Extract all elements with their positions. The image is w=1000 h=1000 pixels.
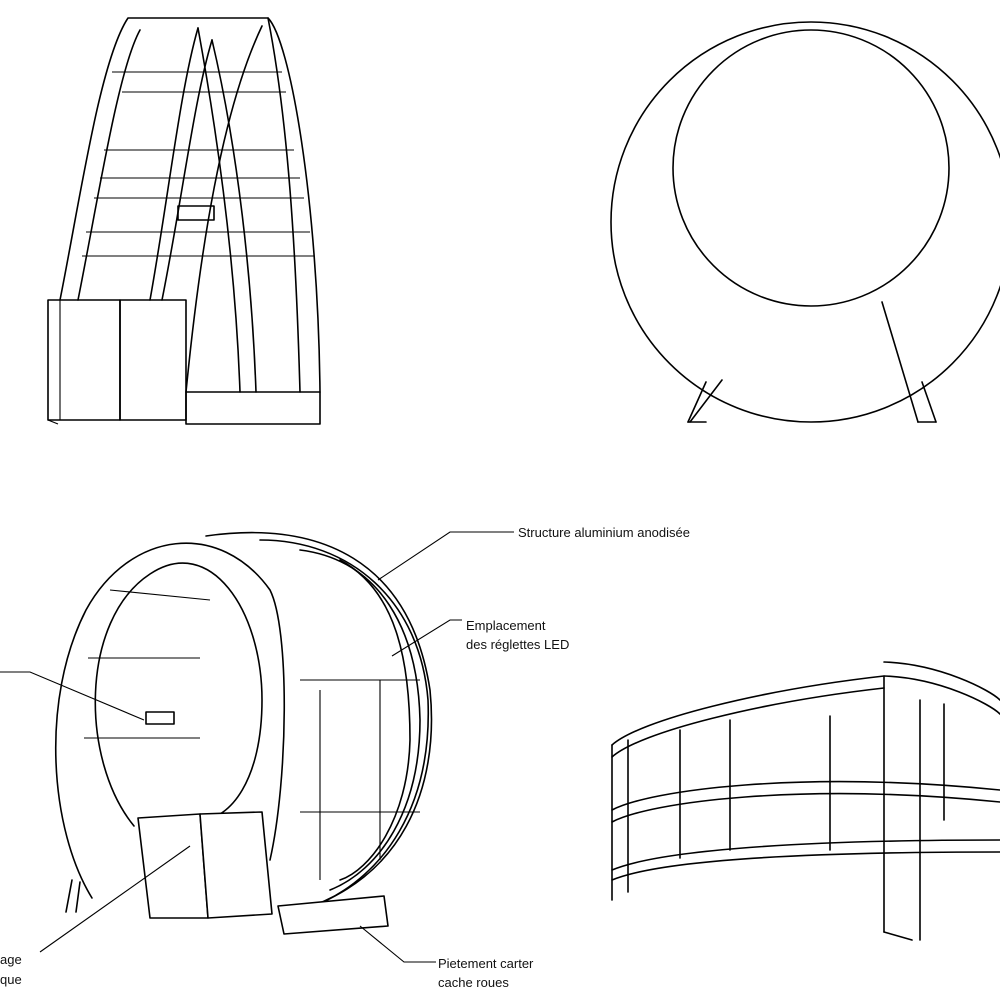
label-feet-line1: Pietement carter (438, 956, 534, 971)
annotation-leaders (0, 531, 514, 963)
isometric-view (54, 531, 433, 935)
label-feet-line2: cache roues (438, 975, 509, 990)
label-led-line2: des réglettes LED (466, 637, 569, 652)
side-view (610, 21, 1000, 423)
label-led-line1: Emplacement (466, 618, 546, 633)
label-cut-left-1: age (0, 952, 22, 967)
label-structure: Structure aluminium anodisée (518, 525, 690, 540)
label-cut-left-2: que (0, 972, 22, 987)
front-perspective-view (47, 17, 321, 425)
spiral-view (611, 661, 1000, 941)
